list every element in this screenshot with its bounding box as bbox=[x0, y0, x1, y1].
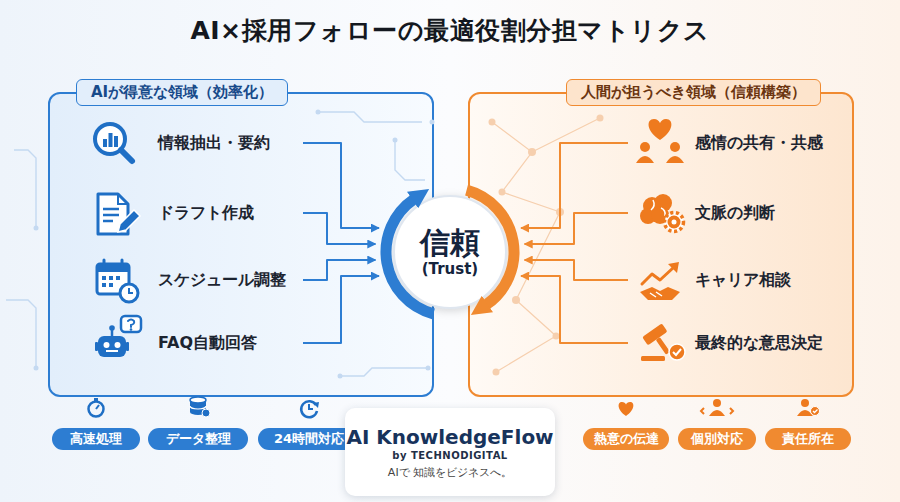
stopwatch-icon bbox=[89, 398, 104, 417]
clock-icon bbox=[301, 401, 319, 417]
person-check-icon bbox=[797, 410, 813, 416]
clock-icon bbox=[313, 402, 319, 408]
capability-item: 情報抽出・要約 bbox=[88, 118, 303, 168]
circuit-trace bbox=[14, 150, 36, 228]
item-label: 感情の共有・共感 bbox=[695, 133, 823, 154]
circuit-trace bbox=[6, 300, 36, 368]
database-icon bbox=[190, 400, 206, 415]
capability-item: 感情の共有・共感 bbox=[628, 118, 838, 168]
hub-disc bbox=[394, 196, 506, 308]
item-label: 情報抽出・要約 bbox=[158, 133, 270, 154]
database-icon bbox=[190, 397, 210, 417]
person-icon bbox=[701, 399, 733, 416]
person-check-icon bbox=[797, 399, 820, 416]
panel-heading: 人間が担うべき領域（信頼構築） bbox=[566, 79, 821, 106]
person-check-icon bbox=[813, 410, 818, 413]
database-icon bbox=[190, 397, 206, 403]
clock-icon bbox=[309, 404, 313, 409]
stopwatch-icon bbox=[89, 402, 104, 417]
item-label: ドラフト作成 bbox=[158, 203, 254, 224]
stopwatch-icon bbox=[94, 398, 98, 401]
capability-item: ドラフト作成 bbox=[88, 188, 303, 238]
heart-icon bbox=[619, 402, 634, 416]
pill-label: 責任所在 bbox=[782, 430, 834, 448]
database-icon bbox=[190, 406, 206, 409]
pill-label: 熱意の伝達 bbox=[594, 430, 659, 448]
stopwatch-icon bbox=[96, 405, 99, 409]
trust-hub: 信頼(Trust) bbox=[375, 177, 525, 327]
person-check-icon bbox=[801, 399, 809, 407]
feature-pill: 責任所在 bbox=[765, 428, 851, 450]
capability-item: 最終的な意思決定 bbox=[628, 318, 838, 368]
item-label: スケジュール調整 bbox=[158, 270, 286, 291]
panel-heading: AIが得意な領域（効率化） bbox=[76, 79, 288, 106]
pill-label: データ整理 bbox=[166, 430, 231, 448]
item-label: キャリア相談 bbox=[695, 270, 791, 291]
item-label: FAQ自動回答 bbox=[158, 333, 257, 354]
database-icon bbox=[202, 409, 210, 417]
pill-label: 高速処理 bbox=[70, 430, 122, 448]
feature-pill: 個別対応 bbox=[678, 428, 756, 450]
pill-label: 24時間対応 bbox=[274, 430, 344, 448]
person-icon bbox=[713, 399, 721, 407]
item-label: 文脈の判断 bbox=[695, 203, 775, 224]
person-icon bbox=[709, 410, 725, 416]
brand-text: AIで 知識をビジネスへ。 bbox=[388, 465, 512, 480]
brand-text: AI KnowledgeFlow bbox=[346, 425, 553, 449]
hub-label: 信頼 bbox=[420, 226, 480, 260]
domain-panel: AIが得意な領域（効率化）情報抽出・要約ドラフト作成スケジュール調整FAQ自動回… bbox=[48, 92, 434, 397]
item-label: 最終的な意思決定 bbox=[695, 333, 823, 354]
capability-item: スケジュール調整 bbox=[88, 255, 303, 305]
feature-pill: 熱意の伝達 bbox=[583, 428, 669, 450]
circuit-node bbox=[34, 226, 39, 231]
heart-icon bbox=[619, 402, 634, 416]
capability-item: FAQ自動回答 bbox=[88, 318, 303, 368]
person-check-icon bbox=[811, 407, 820, 416]
feature-pill: 高速処理 bbox=[52, 428, 140, 450]
brand-box: AI KnowledgeFlowby TECHNODIGITAL AIで 知識をビ… bbox=[345, 408, 555, 496]
capability-item: 文脈の判断 bbox=[628, 188, 838, 238]
hub-label: (Trust) bbox=[422, 260, 478, 278]
diagram-title: AI×採用フォローの最適役割分担マトリクス bbox=[0, 14, 900, 47]
domain-panel: 人間が担うべき領域（信頼構築）感情の共有・共感文脈の判断キャリア相談最終的な意思… bbox=[468, 92, 854, 397]
capability-item: キャリア相談 bbox=[628, 255, 838, 305]
pill-label: 個別対応 bbox=[691, 430, 743, 448]
clock-icon bbox=[301, 401, 317, 417]
circuit-node bbox=[34, 366, 39, 371]
feature-pill: データ整理 bbox=[148, 428, 248, 450]
brand-text: by TECHNODIGITAL bbox=[392, 450, 508, 461]
person-icon bbox=[701, 408, 733, 414]
